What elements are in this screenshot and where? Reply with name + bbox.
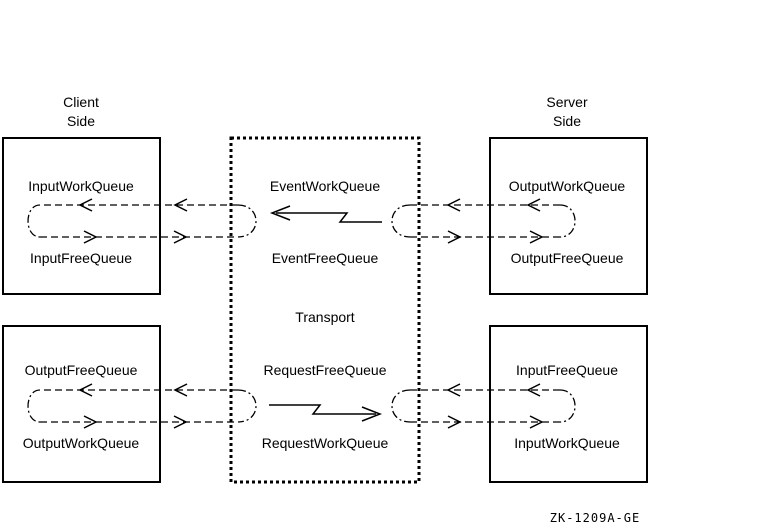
server-top-arrowhead-2 <box>526 198 541 212</box>
transport-box <box>229 136 421 484</box>
server-bottom-arrowhead-3 <box>447 415 462 429</box>
event-free-queue-label: EventFreeQueue <box>272 250 379 266</box>
client-bottom-arrowhead-3 <box>83 415 98 429</box>
client-bottom-box-bottom-label: OutputWorkQueue <box>23 435 140 451</box>
event-transfer-arrowhead <box>269 205 291 221</box>
server-bottom-arrowhead-4 <box>529 415 544 429</box>
request-transfer-arrowhead <box>361 406 383 422</box>
server-bottom-box <box>489 325 648 483</box>
client-bottom-arrowhead-1 <box>78 383 93 397</box>
client-top-loop-curve-right <box>237 204 257 238</box>
client-heading-line1: Client <box>63 94 99 110</box>
client-top-box <box>2 137 161 295</box>
client-bottom-arrowhead-4 <box>173 415 188 429</box>
request-transfer-arrow <box>269 404 376 415</box>
client-bottom-box <box>2 325 161 483</box>
server-heading-line2: Side <box>553 113 581 129</box>
server-top-arrowhead-3 <box>447 230 462 244</box>
client-bottom-loop-curve <box>27 389 41 423</box>
server-bottom-arrowhead-1 <box>446 383 461 397</box>
client-top-arrowhead-2 <box>173 198 188 212</box>
client-top-arrowhead-3 <box>83 230 98 244</box>
client-top-loop-curve <box>27 204 41 238</box>
server-top-arrowhead-4 <box>529 230 544 244</box>
server-top-box <box>489 137 648 295</box>
client-top-box-bottom-label: InputFreeQueue <box>30 250 132 266</box>
server-top-loop-curve-left <box>391 204 411 238</box>
client-bottom-loop-curve-right <box>237 389 257 423</box>
request-free-queue-label: RequestFreeQueue <box>264 362 387 378</box>
client-bottom-box-top-label: OutputFreeQueue <box>25 362 138 378</box>
client-heading-line2: Side <box>67 113 95 129</box>
server-bottom-loop-curve <box>559 389 576 423</box>
server-top-box-bottom-label: OutputFreeQueue <box>511 250 624 266</box>
figure-id: ZK-1209A-GE <box>550 511 640 525</box>
client-top-arrowhead-1 <box>78 198 93 212</box>
server-bottom-box-top-label: InputFreeQueue <box>516 362 618 378</box>
event-work-queue-label: EventWorkQueue <box>270 178 380 194</box>
client-top-box-top-label: InputWorkQueue <box>28 178 134 194</box>
request-work-queue-label: RequestWorkQueue <box>262 435 389 451</box>
server-bottom-loop-curve-left <box>391 389 411 423</box>
server-top-loop-curve <box>559 204 576 238</box>
client-top-arrowhead-4 <box>173 230 188 244</box>
server-bottom-arrowhead-2 <box>526 383 541 397</box>
transport-title: Transport <box>295 309 355 325</box>
server-top-box-top-label: OutputWorkQueue <box>509 178 626 194</box>
server-top-arrowhead-1 <box>446 198 461 212</box>
server-heading-line1: Server <box>546 94 588 110</box>
event-transfer-arrow <box>276 212 382 223</box>
client-bottom-arrowhead-2 <box>173 383 188 397</box>
server-bottom-box-bottom-label: InputWorkQueue <box>514 435 620 451</box>
